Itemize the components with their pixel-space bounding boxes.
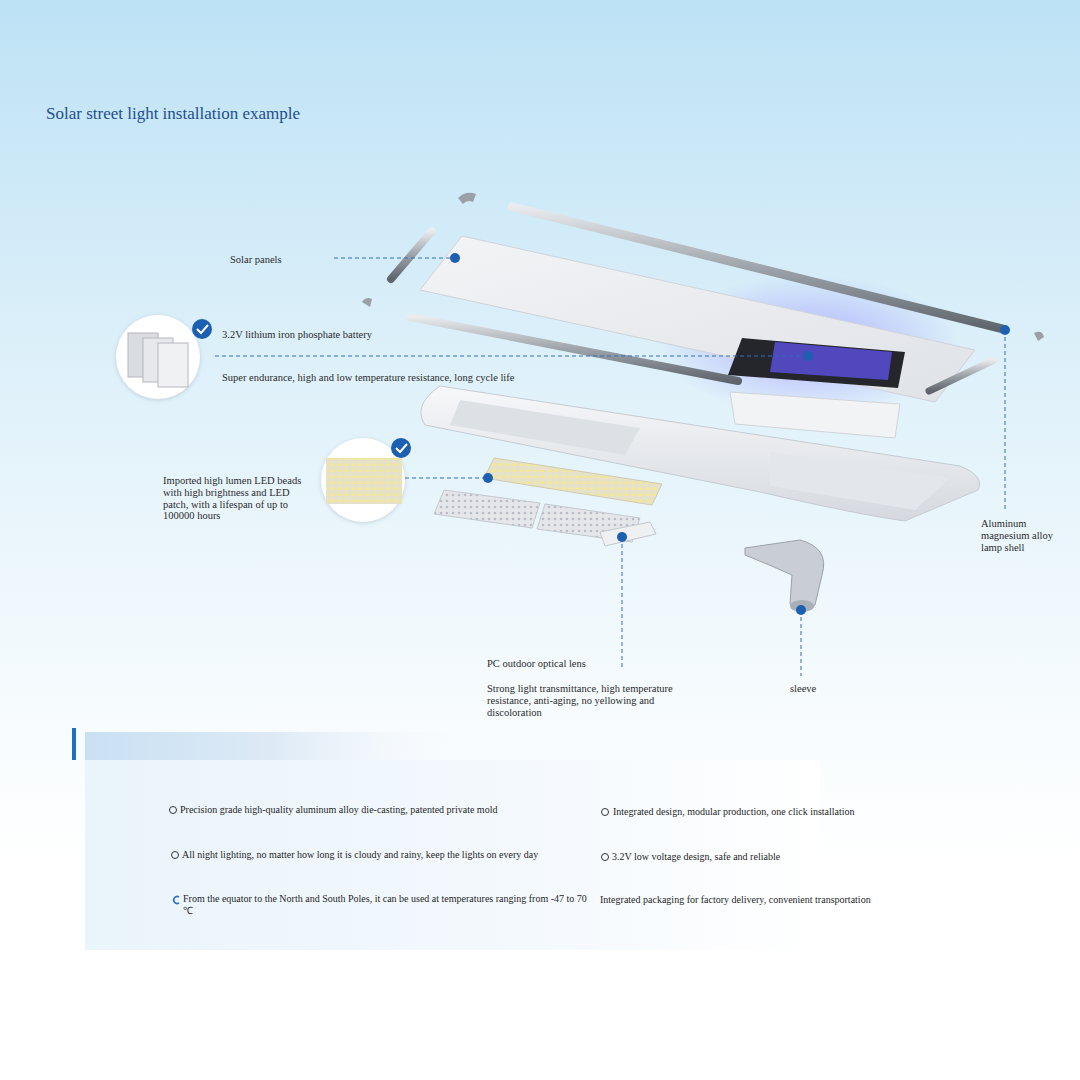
feature-text: From the equator to the North and South … [183,893,593,916]
led-board [484,458,662,505]
battery-cells [770,342,892,380]
shell-recess [770,452,950,510]
feature-text: Integrated packaging for factory deliver… [600,894,920,906]
leader-dot [617,532,627,542]
lens-tab [600,522,656,546]
part-label: Imported high lumen LED beads with high … [163,475,313,522]
frame-rail [929,360,994,391]
part-label: Aluminum magnesium alloy lamp shell [981,518,1069,553]
inset-circle [116,315,200,399]
battery-plate [158,343,188,387]
feature-text: Integrated design, modular production, o… [613,806,913,818]
leader-dot [450,253,460,263]
accent-bar [72,728,76,760]
leader-line [215,356,808,357]
feature-text: Precision grade high-quality aluminum al… [180,804,500,816]
battery-pack [728,338,905,388]
diagram-title: Solar street light installation example [46,104,300,124]
leader-dot [796,605,806,615]
shell-recess [450,400,640,455]
part-label: sleeve [790,683,850,695]
feature-panel: Precision grade high-quality aluminum al… [85,760,820,950]
part-label: Strong light transmittance, high tempera… [487,683,692,718]
check-mark [396,444,407,452]
leader-line [622,537,623,668]
frame-rail [410,317,738,381]
leader-dot [1000,325,1010,335]
leader-line [1005,330,1006,512]
part-label: Super endurance, high and low temperatur… [222,372,602,384]
end-cap [1034,332,1044,341]
check-mark [197,325,208,333]
feature-text: 3.2V low voltage design, safe and reliab… [612,851,912,863]
sleeve-part [745,540,824,610]
leader-dots [450,253,1010,615]
frame-rail [512,207,1003,329]
check-badge [391,438,411,458]
optical-lens [537,504,640,542]
optical-lens [434,490,540,528]
part-label: PC outdoor optical lens [487,658,647,670]
header-band [85,732,505,760]
leader-line [334,258,455,259]
end-cap [458,193,476,204]
part-label: Solar panels [230,254,330,266]
part-label: 3.2V lithium iron phosphate battery [222,329,482,341]
feature-text: All night lighting, no matter how long i… [182,849,612,861]
end-cap [362,298,372,307]
leader-dot [483,473,493,483]
leader-line [801,610,802,676]
leader-lines [215,258,1005,676]
frame-rail [391,231,432,279]
battery-tray [730,392,900,438]
led-closeup [326,458,402,504]
leader-dot [803,351,813,361]
leader-line [405,478,488,479]
check-badge [192,319,212,339]
